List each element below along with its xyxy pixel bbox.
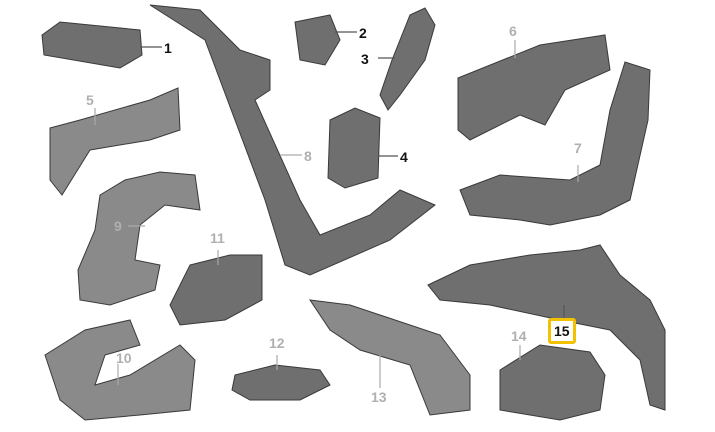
part-label-8[interactable]: 8 [304, 148, 312, 164]
part-label-13[interactable]: 13 [371, 389, 387, 405]
part-label-14[interactable]: 14 [511, 328, 527, 344]
part-1-shape[interactable] [41, 21, 143, 69]
part-15-shape[interactable] [427, 244, 666, 411]
part-3-shape[interactable] [379, 7, 436, 111]
part-label-4[interactable]: 4 [400, 149, 408, 165]
part-label-10[interactable]: 10 [116, 350, 132, 366]
part-label-7[interactable]: 7 [574, 140, 582, 156]
part-label-2[interactable]: 2 [359, 25, 367, 41]
part-5-shape[interactable] [49, 87, 181, 196]
part-label-12[interactable]: 12 [269, 335, 285, 351]
part-8-shape[interactable] [149, 4, 436, 276]
part-label-15-highlighted[interactable]: 15 [548, 318, 576, 344]
part-4-shape[interactable] [327, 107, 381, 189]
part-label-11[interactable]: 11 [210, 230, 225, 246]
part-11-shape[interactable] [169, 254, 263, 326]
part-10-shape[interactable] [44, 319, 196, 421]
part-label-5[interactable]: 5 [86, 92, 94, 108]
part-6-shape[interactable] [457, 34, 611, 141]
part-label-9[interactable]: 9 [114, 218, 122, 234]
part-2-shape[interactable] [294, 14, 341, 66]
part-9-shape[interactable] [77, 171, 201, 306]
part-14-shape[interactable] [499, 344, 606, 421]
part-label-1[interactable]: 1 [164, 40, 172, 56]
part-label-6[interactable]: 6 [509, 23, 517, 39]
part-12-shape[interactable] [231, 364, 331, 401]
part-label-3[interactable]: 3 [361, 51, 369, 67]
part-13-shape[interactable] [308, 299, 471, 416]
part-7-shape[interactable] [459, 61, 651, 226]
